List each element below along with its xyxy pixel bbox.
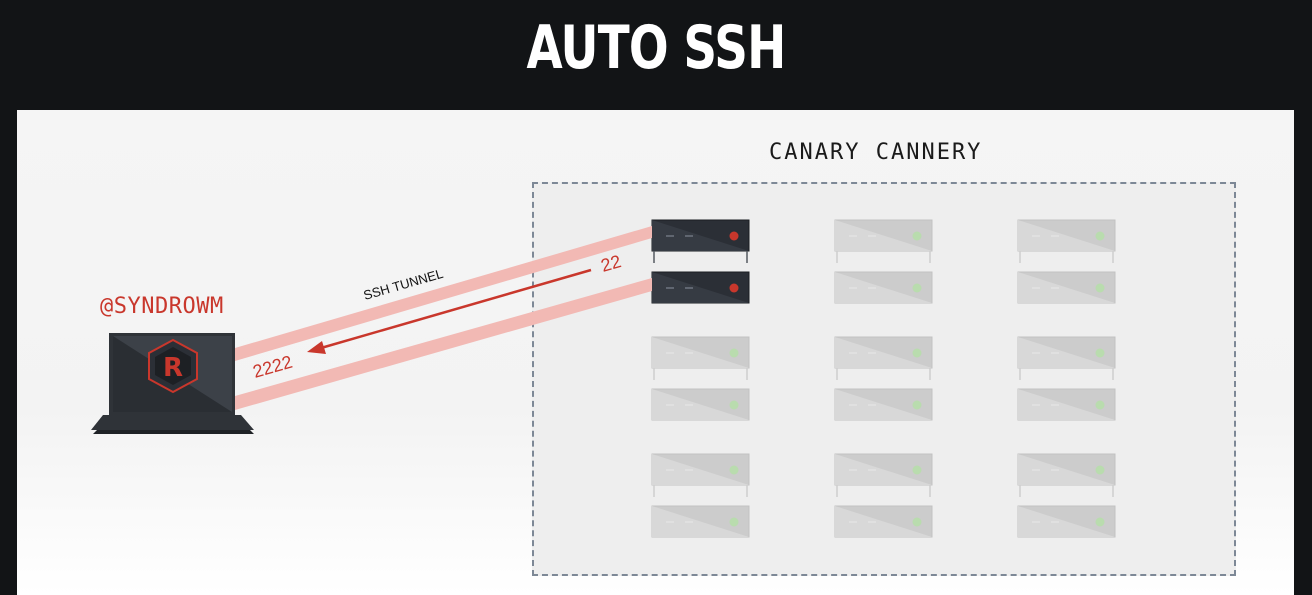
server-rack xyxy=(651,219,1116,538)
server-unit xyxy=(1017,336,1116,380)
status-led-red-icon xyxy=(729,283,739,293)
server-shade xyxy=(1018,337,1115,368)
status-led-green-icon xyxy=(729,400,739,410)
server-unit xyxy=(834,219,933,263)
server-shade xyxy=(835,220,932,251)
server-unit xyxy=(834,388,933,421)
status-led-green-icon xyxy=(729,348,739,358)
tunnel-band-lower xyxy=(235,278,652,410)
server-shade xyxy=(1018,389,1115,420)
server-shade xyxy=(835,389,932,420)
status-led-green-icon xyxy=(1095,348,1105,358)
status-led-green-icon xyxy=(729,465,739,475)
server-shade xyxy=(1018,506,1115,537)
syndrowm-logo-inner xyxy=(155,347,191,385)
server-active xyxy=(651,219,750,263)
server-shade xyxy=(1018,454,1115,485)
server-shade xyxy=(835,337,932,368)
laptop-base xyxy=(91,415,254,430)
server-unit xyxy=(1017,271,1116,304)
status-led-green-icon xyxy=(912,517,922,527)
server-shade xyxy=(835,506,932,537)
diagram-slide: CANARY CANNERY @SYNDROWM SSH TUNNEL 22 2… xyxy=(17,110,1294,595)
server-shade xyxy=(1018,220,1115,251)
page-title: AUTO SSH xyxy=(526,13,786,83)
diagram-canvas: SSH TUNNEL 22 2222 R xyxy=(91,219,1116,538)
status-led-green-icon xyxy=(912,231,922,241)
server-shade xyxy=(652,389,749,420)
server-unit xyxy=(651,453,750,497)
server-shade xyxy=(652,220,749,251)
attacker-handle: @SYNDROWM xyxy=(100,294,224,319)
syndrowm-logo-letter: R xyxy=(163,353,183,383)
local-port-label: 2222 xyxy=(251,352,295,382)
server-unit xyxy=(1017,453,1116,497)
status-led-green-icon xyxy=(1095,231,1105,241)
server-active xyxy=(651,271,750,304)
status-led-green-icon xyxy=(1095,400,1105,410)
cannery-label: CANARY CANNERY xyxy=(769,140,983,165)
tunnel-arrow xyxy=(320,268,592,350)
server-unit xyxy=(1017,388,1116,421)
server-unit xyxy=(834,453,933,497)
title-bar: AUTO SSH xyxy=(0,0,1312,108)
status-led-red-icon xyxy=(729,231,739,241)
status-led-green-icon xyxy=(1095,465,1105,475)
server-unit xyxy=(1017,219,1116,263)
remote-port-label: 22 xyxy=(599,251,624,276)
status-led-green-icon xyxy=(912,400,922,410)
server-unit xyxy=(651,388,750,421)
tunnel-band-upper xyxy=(235,226,652,361)
server-shade xyxy=(652,454,749,485)
server-unit xyxy=(834,505,933,538)
status-led-green-icon xyxy=(912,465,922,475)
server-unit xyxy=(651,336,750,380)
server-shade xyxy=(1018,272,1115,303)
server-shade xyxy=(652,506,749,537)
status-led-green-icon xyxy=(1095,283,1105,293)
laptop-base-edge xyxy=(93,430,254,434)
server-shade xyxy=(835,272,932,303)
server-shade xyxy=(652,337,749,368)
server-unit xyxy=(1017,505,1116,538)
status-led-green-icon xyxy=(729,517,739,527)
server-shade xyxy=(835,454,932,485)
status-led-green-icon xyxy=(1095,517,1105,527)
status-led-green-icon xyxy=(912,283,922,293)
server-shade xyxy=(652,272,749,303)
laptop: R xyxy=(91,333,254,434)
server-unit xyxy=(651,505,750,538)
server-unit xyxy=(834,271,933,304)
server-unit xyxy=(834,336,933,380)
tunnel-arrow-head xyxy=(307,341,326,354)
status-led-green-icon xyxy=(912,348,922,358)
